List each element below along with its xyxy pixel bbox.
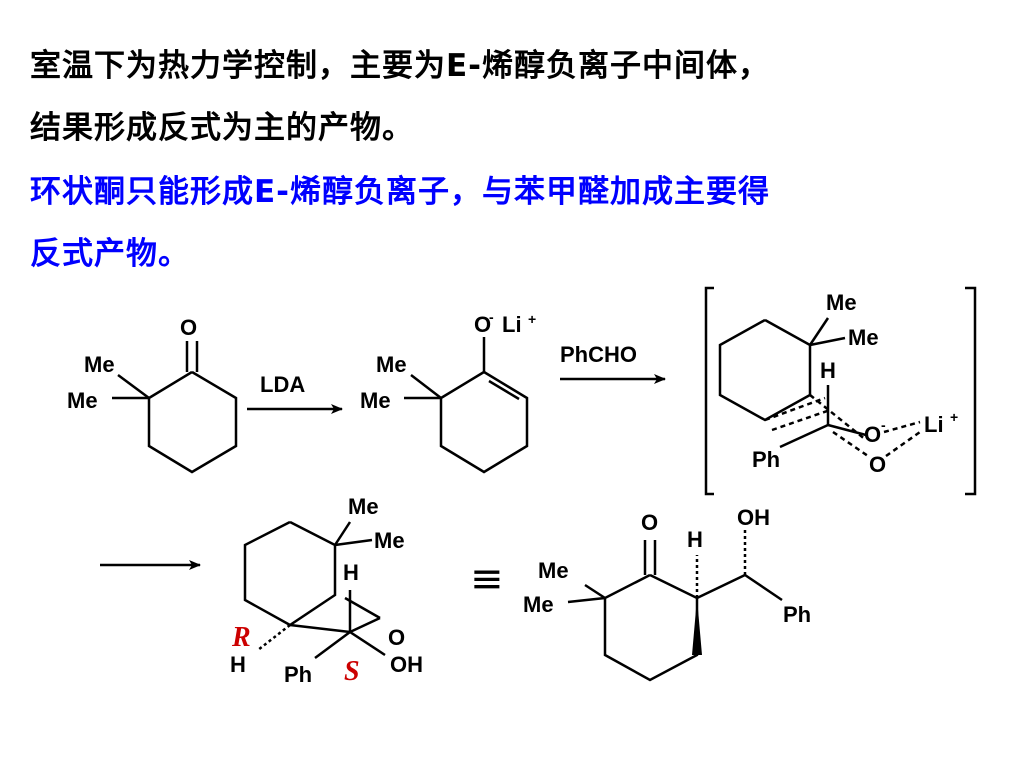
product-alt-oxygen: O <box>641 510 658 535</box>
paragraph1-line2: 结果形成反式为主的产物。 <box>30 110 414 146</box>
ketone-oxygen: O <box>180 315 197 340</box>
enolate-me2: Me <box>360 388 391 413</box>
ts-phenyl: Ph <box>752 447 780 472</box>
product-h-bottom: H <box>230 652 246 677</box>
transition-state-structure <box>718 317 921 458</box>
reagent-phcho: PhCHO <box>560 342 637 367</box>
enolate-me1: Me <box>376 352 407 377</box>
product-s-label: S <box>344 656 360 687</box>
enolate-structure <box>404 337 529 474</box>
product-alt-h: H <box>687 527 703 552</box>
reagent-lda: LDA <box>260 372 305 397</box>
ts-lithium: Li <box>924 412 944 437</box>
ts-oxygen1: O <box>864 422 881 447</box>
product-alt-wedge <box>692 598 702 655</box>
product-h-top: H <box>343 560 359 585</box>
product-alt-hydroxyl: OH <box>737 505 770 530</box>
enolate-lithium: Li <box>502 312 522 337</box>
product-oxygen: O <box>388 625 405 650</box>
paragraph2-line2: 反式产物。 <box>30 236 190 272</box>
product-alt-me2: Me <box>523 592 554 617</box>
product-alt-phenyl: Ph <box>783 602 811 627</box>
enolate-minus: - <box>489 309 494 325</box>
ts-me2: Me <box>848 325 879 350</box>
ketone-me1: Me <box>84 352 115 377</box>
product-phenyl: Ph <box>284 662 312 687</box>
ts-me1: Me <box>826 290 857 315</box>
ts-plus: + <box>950 409 958 425</box>
ts-minus: - <box>881 417 886 433</box>
ts-oxygen2: O <box>869 452 886 477</box>
enolate-plus: + <box>528 311 536 327</box>
product-alt-structure <box>567 530 783 682</box>
equivalence-symbol: ≡ <box>470 556 504 602</box>
paragraph1-line1: 室温下为热力学控制，主要为E-烯醇负离子中间体， <box>30 48 771 84</box>
product-me1: Me <box>348 494 379 519</box>
product-me2: Me <box>374 528 405 553</box>
ketone-structure <box>112 341 238 474</box>
paragraph2-line1: 环状酮只能形成E-烯醇负离子，与苯甲醛加成主要得 <box>30 174 771 210</box>
ketone-me2: Me <box>67 388 98 413</box>
product-r-label: R <box>231 622 251 653</box>
product-hydroxyl: OH <box>390 652 423 677</box>
enolate-oxygen: O <box>474 312 491 337</box>
product-alt-me1: Me <box>538 558 569 583</box>
ts-h: H <box>820 358 836 383</box>
product-structure <box>243 520 386 660</box>
transition-state-brackets <box>704 286 977 496</box>
